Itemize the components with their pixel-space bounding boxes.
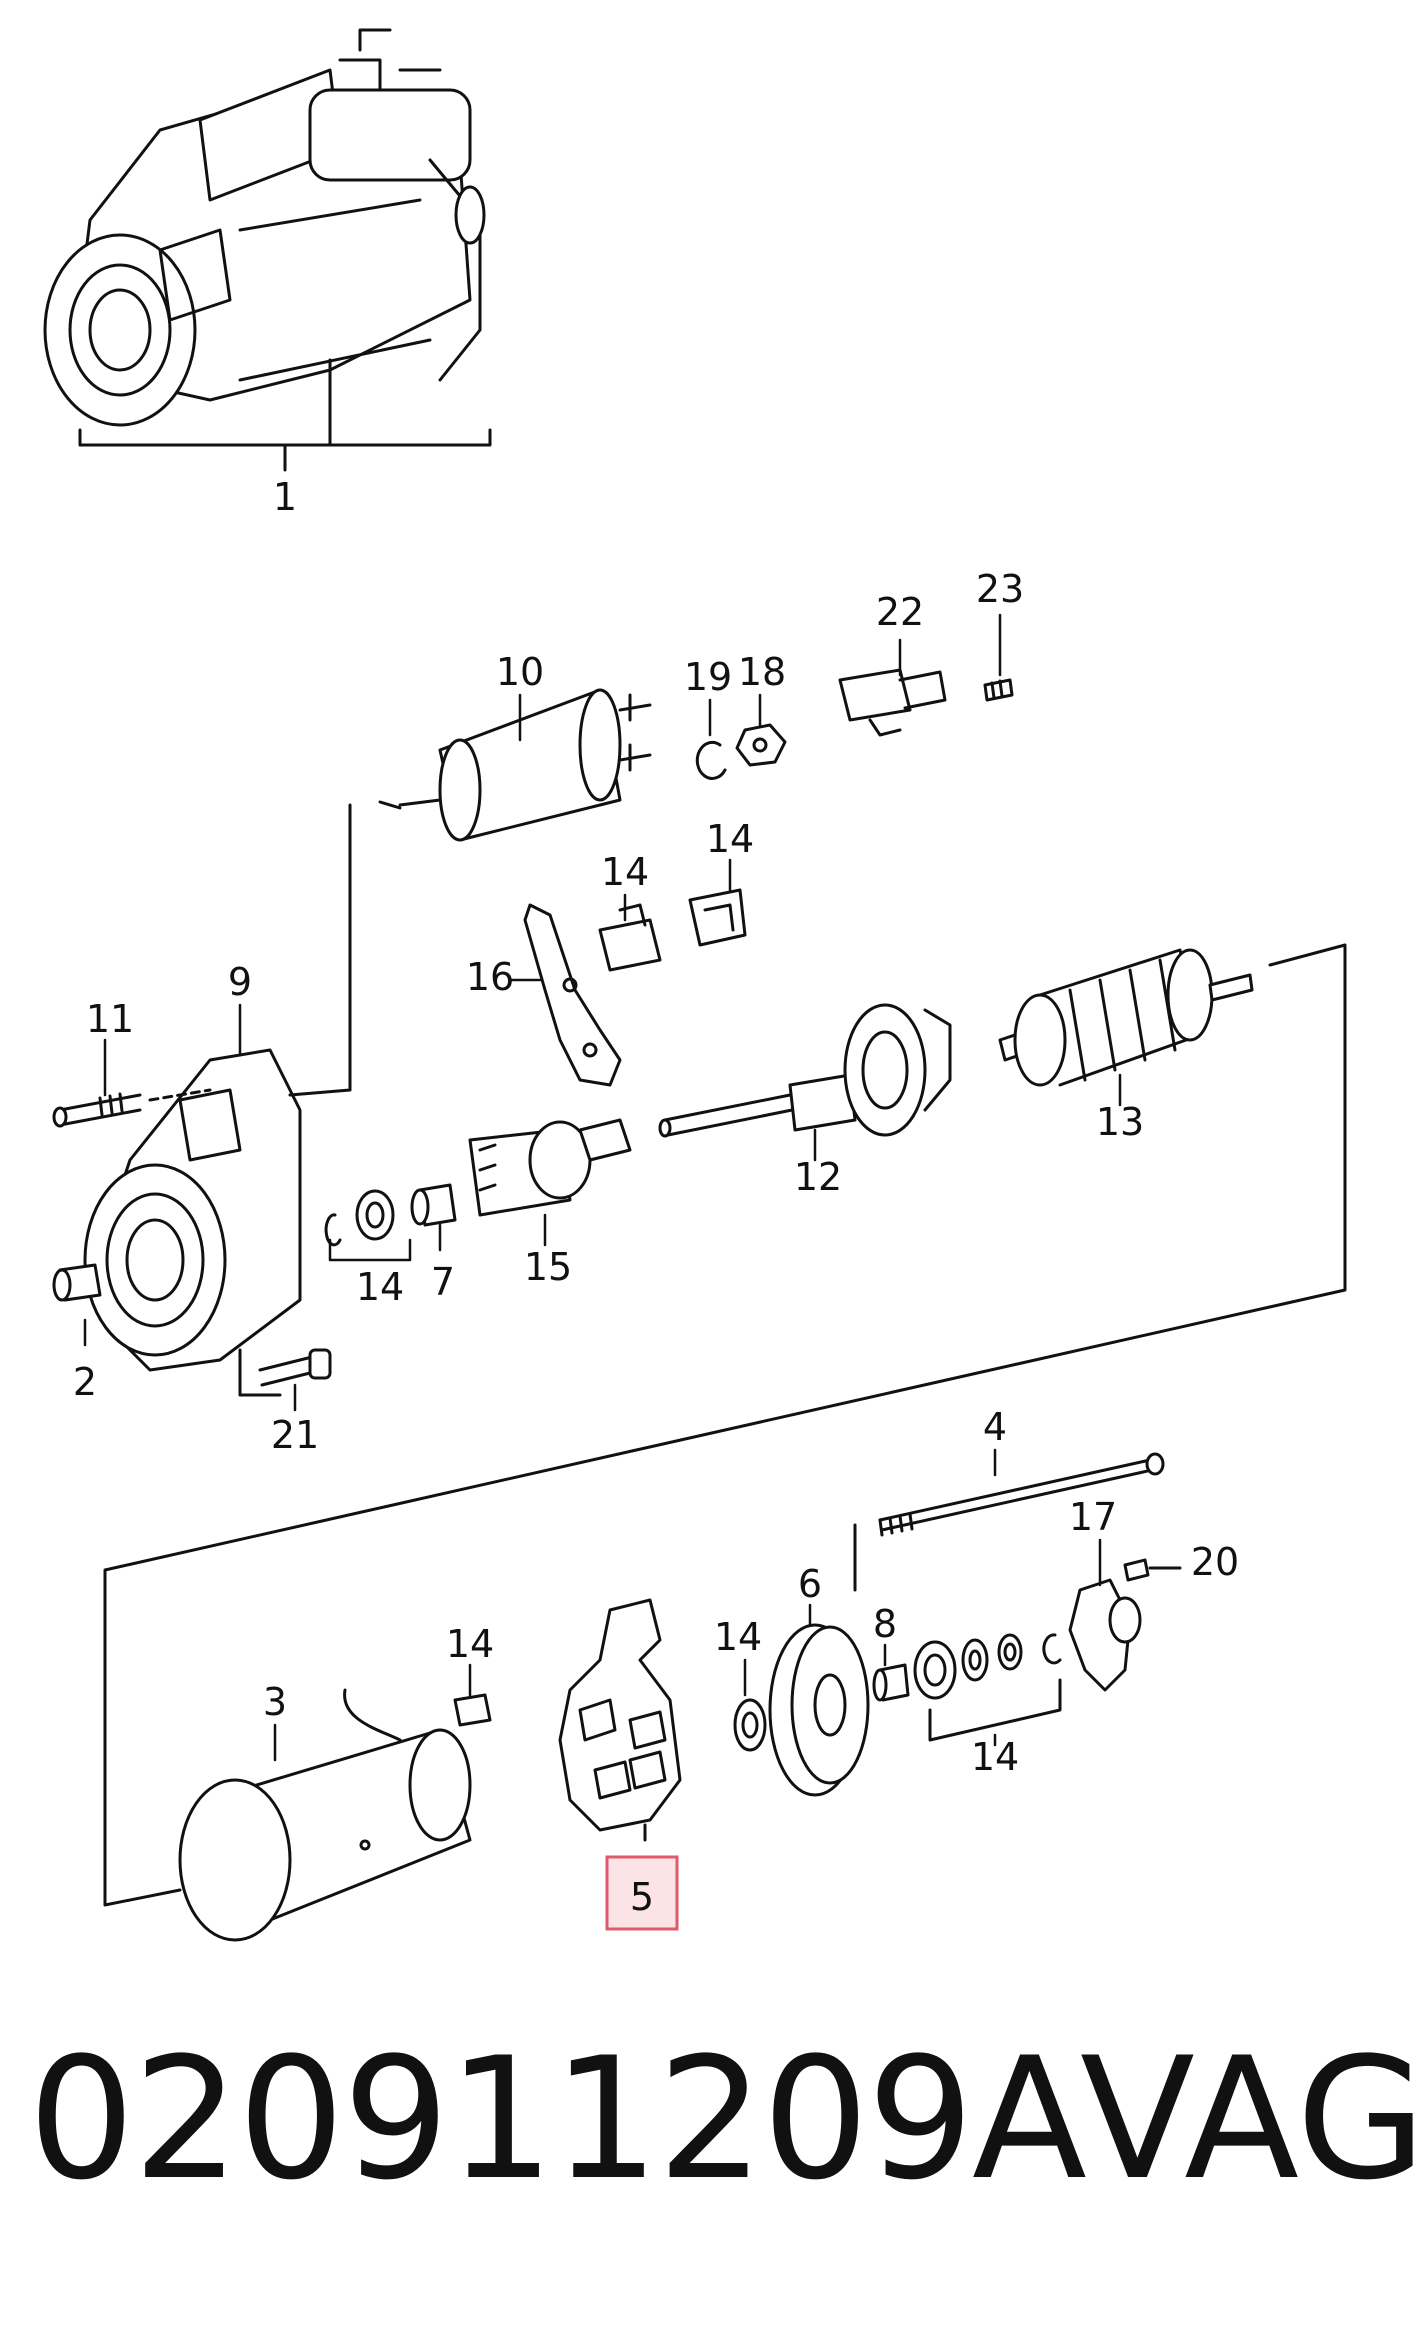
callout-17: 17 <box>1069 1495 1117 1539</box>
part-22-connector <box>838 668 947 737</box>
part-15-pinion <box>468 1118 632 1217</box>
callout-18: 18 <box>738 650 786 694</box>
callout-9: 9 <box>228 960 252 1004</box>
callout-6: 6 <box>798 1562 822 1606</box>
part-5-brush-holder <box>558 1598 682 1842</box>
part-14-brush-small <box>598 903 662 972</box>
callout-19: 19 <box>684 655 732 699</box>
callout-4: 4 <box>983 1405 1007 1449</box>
callout-labels: 1 2 3 4 5 6 7 8 9 10 11 12 13 14 14 14 1… <box>73 475 1239 1919</box>
callout-22: 22 <box>876 590 924 634</box>
part-20-screw <box>1123 1558 1182 1582</box>
part-7-sleeve <box>410 1183 457 1227</box>
part-14-block <box>688 888 747 947</box>
part-18-nut <box>735 723 787 767</box>
callout-13: 13 <box>1096 1100 1144 1144</box>
part-10-solenoid <box>378 688 652 842</box>
part-16-fork-lever <box>523 903 622 1087</box>
part-3-housing <box>178 1688 472 1942</box>
part-17-cap <box>1068 1578 1142 1692</box>
callout-11: 11 <box>86 997 134 1041</box>
brand-name: VAG <box>1080 2021 1424 2217</box>
callout-12: 12 <box>794 1155 842 1199</box>
bracket-1 <box>78 358 492 472</box>
callout-1: 1 <box>273 475 297 519</box>
callout-21: 21 <box>271 1413 319 1457</box>
callout-7: 7 <box>431 1260 455 1304</box>
part-4-through-bolt <box>878 1452 1165 1537</box>
callout-23: 23 <box>976 567 1024 611</box>
part-number: 020911209A <box>28 2021 1087 2217</box>
callout-14-block: 14 <box>706 817 754 861</box>
part-9-drive-housing <box>83 1048 302 1372</box>
part-14-clip <box>453 1693 492 1727</box>
callout-14-washer: 14 <box>714 1615 762 1659</box>
part-14-washer-left <box>733 1698 767 1752</box>
part-6-end-cover <box>768 1523 870 1797</box>
part-11-bolt <box>52 1092 142 1128</box>
callout-10: 10 <box>496 650 544 694</box>
callout-14-washers: 14 <box>971 1735 1019 1779</box>
callout-3: 3 <box>263 1680 287 1724</box>
exploded-parts-diagram: 1 2 3 4 5 6 7 8 9 10 11 12 13 14 14 14 1… <box>43 28 1347 1942</box>
part-13-armature <box>998 948 1254 1087</box>
callout-20: 20 <box>1191 1540 1239 1584</box>
dashed-guide-11 <box>148 1088 212 1102</box>
leader-lines <box>83 613 1122 1762</box>
callout-2: 2 <box>73 1360 97 1404</box>
callout-14-brush: 14 <box>601 850 649 894</box>
callout-14-rings: 14 <box>356 1265 404 1309</box>
part-14-rings <box>324 1189 395 1247</box>
callout-14-clip: 14 <box>446 1622 494 1666</box>
part-2-bushing <box>52 1263 102 1302</box>
frame-line-upper <box>103 803 1347 1907</box>
callout-16: 16 <box>466 955 514 999</box>
callout-5: 5 <box>630 1875 654 1919</box>
callout-15: 15 <box>524 1245 572 1289</box>
starter-assembly-drawing <box>43 28 486 427</box>
part-12-shaft <box>658 1003 952 1138</box>
part-8-bushing <box>872 1663 910 1702</box>
part-21-bolt <box>238 1348 332 1397</box>
part-19-clip <box>695 740 727 780</box>
callout-8: 8 <box>873 1602 897 1646</box>
part-23-screw <box>983 678 1014 702</box>
callout-5-highlight-box <box>605 1855 679 1931</box>
part-14-washers <box>913 1633 1062 1742</box>
